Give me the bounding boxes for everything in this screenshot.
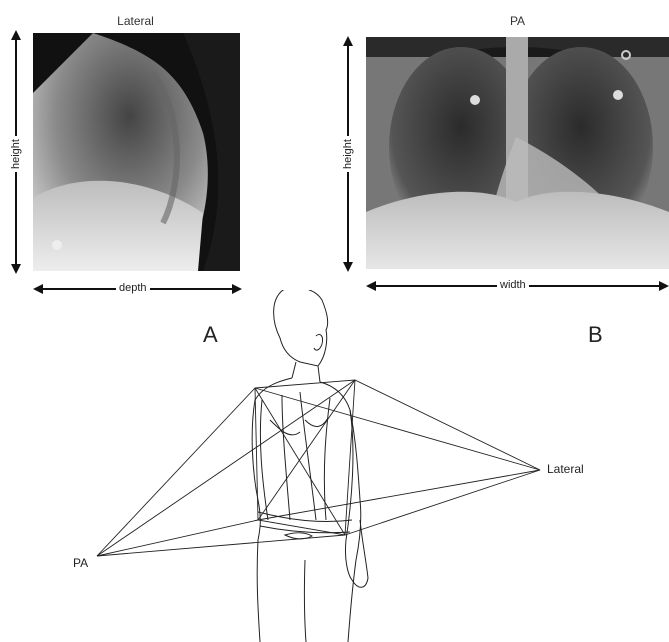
lateral-xray-image: [33, 33, 240, 271]
lateral-beam-ray: [345, 470, 540, 535]
figure-head: [274, 290, 328, 366]
figure-legs: [257, 540, 356, 642]
pa-source-label: PA: [73, 556, 88, 570]
pa-height-label: height: [342, 136, 354, 172]
lateral-source-label: Lateral: [547, 462, 584, 476]
pa-beam-ray: [97, 520, 258, 556]
lateral-title: Lateral: [33, 14, 238, 28]
pa-beam-ray: [97, 388, 255, 556]
pa-title: PA: [366, 14, 669, 28]
lateral-height-label: height: [10, 136, 22, 172]
lateral-beam-ray: [258, 470, 540, 520]
pa-xray-image: [366, 37, 669, 269]
pa-beam-ray: [97, 535, 345, 556]
figure-arm: [345, 410, 368, 587]
